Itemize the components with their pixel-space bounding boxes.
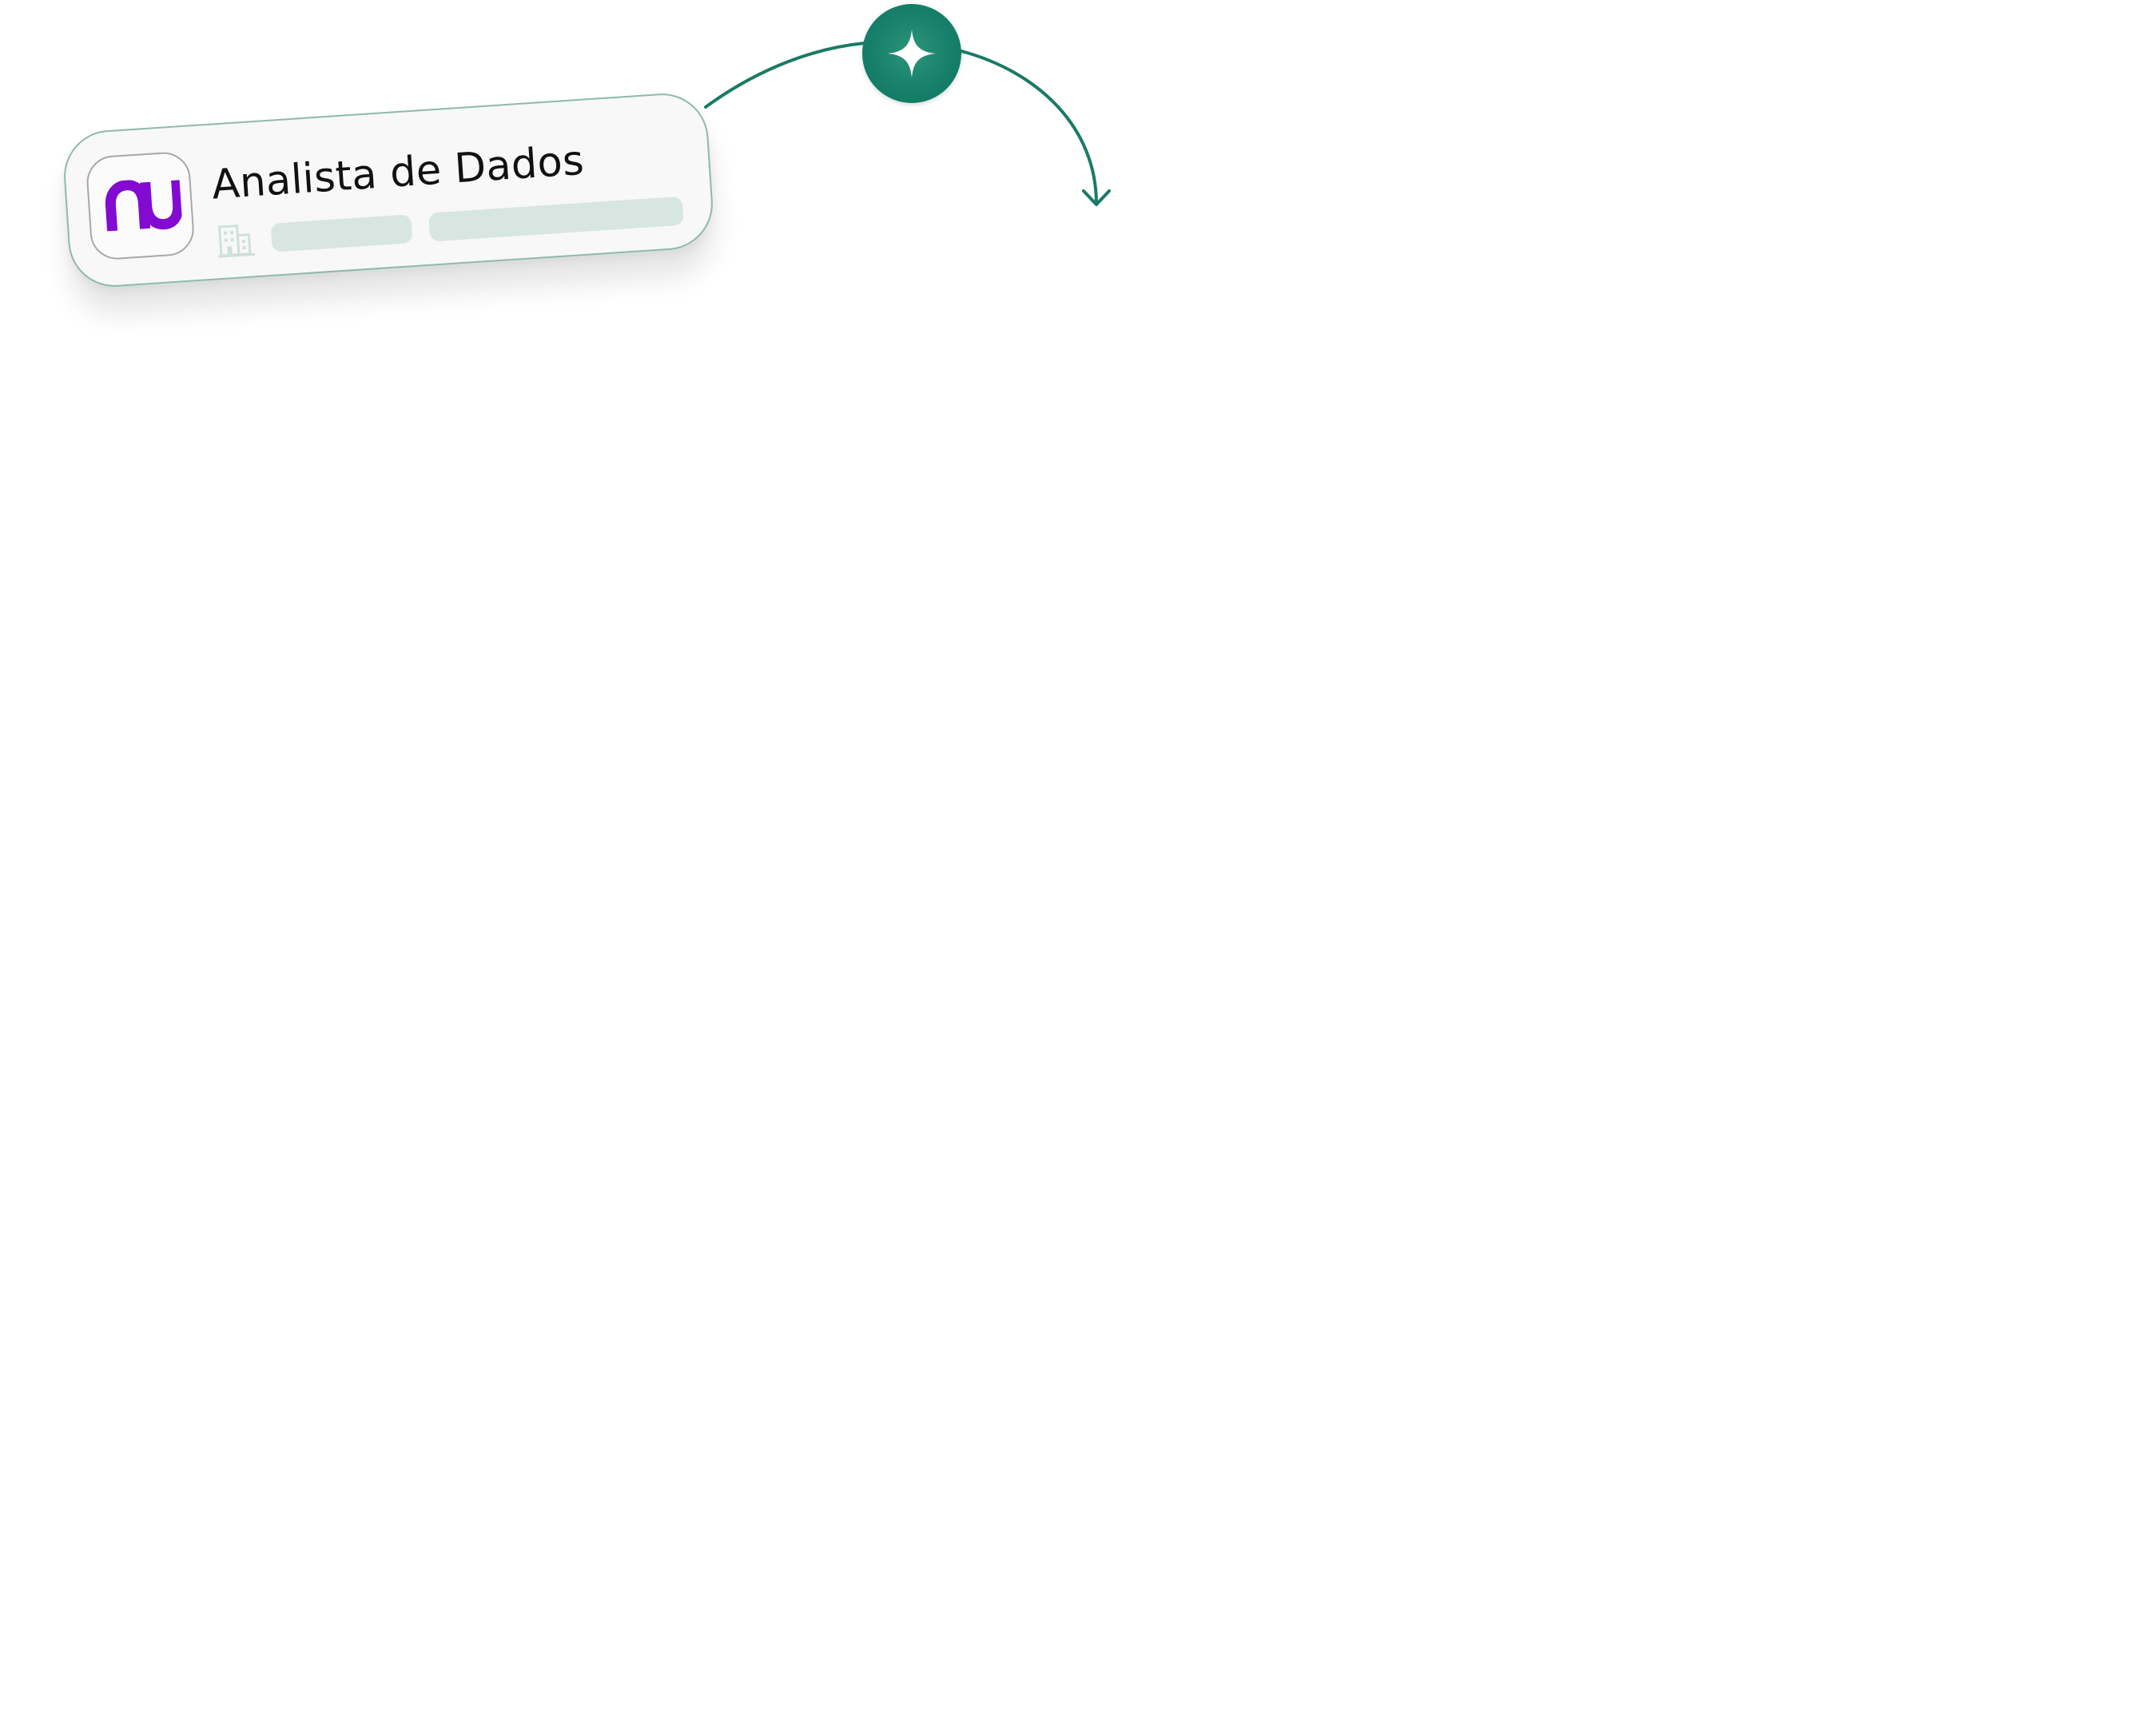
location-placeholder bbox=[428, 196, 684, 242]
job-title: Analista de Dados bbox=[210, 137, 586, 209]
ai-sparkle-badge bbox=[862, 4, 961, 103]
job-card[interactable]: Analista de Dados bbox=[61, 90, 716, 290]
connector-line-right bbox=[960, 50, 1098, 205]
company-name-placeholder bbox=[270, 214, 413, 252]
nubank-logo-icon bbox=[105, 180, 183, 232]
connector-line-left bbox=[704, 42, 866, 109]
building-icon bbox=[217, 224, 256, 258]
arrow-head-icon bbox=[1082, 189, 1111, 206]
company-logo bbox=[85, 150, 196, 261]
sparkle-icon bbox=[888, 30, 936, 77]
